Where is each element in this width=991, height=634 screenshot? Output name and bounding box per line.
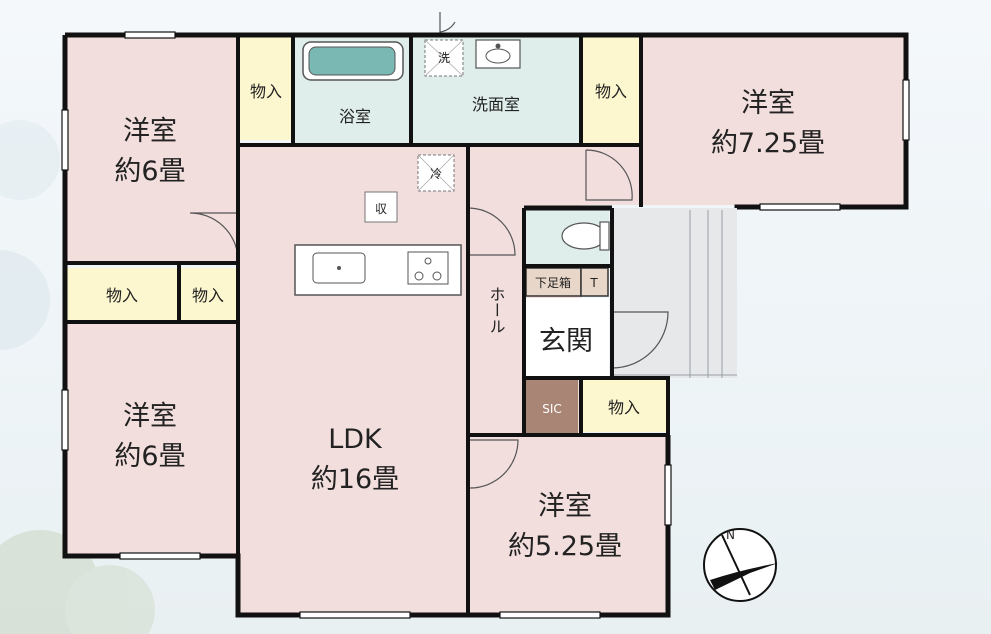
storage-4-fill: [181, 268, 236, 320]
se-western-size: 約5.25畳: [508, 531, 622, 562]
hall-label: ホール: [487, 286, 506, 334]
hall-top-fill: [581, 145, 641, 205]
entrance-label: 玄関: [539, 326, 593, 357]
storage-2-fill: [581, 35, 641, 145]
bathtub-water: [308, 46, 396, 76]
nw-western-room-fill: [65, 35, 238, 263]
washroom-label: 洗面室: [472, 95, 520, 114]
se-western-name: 洋室: [538, 491, 592, 522]
compass-needle-icon: [710, 563, 778, 590]
sic-label: SIC: [542, 402, 562, 416]
nw-western-size: 約6畳: [114, 156, 185, 187]
room-fills: [65, 35, 906, 615]
stairs: [612, 210, 737, 378]
storage-4-label: 物入: [192, 286, 224, 305]
ne-western-name: 洋室: [741, 88, 795, 119]
washer-label: 洗: [438, 51, 450, 65]
compass-ring-icon: [703, 528, 777, 602]
kitchen-storage-label: 収: [375, 202, 387, 216]
sic-fill: [526, 380, 578, 435]
bath-label: 浴室: [339, 107, 371, 126]
cooktop: [407, 251, 449, 285]
walls: [62, 32, 909, 618]
ldk-size: 約16畳: [311, 464, 399, 495]
nw-western-name: 洋室: [123, 116, 177, 147]
storage-1-label: 物入: [250, 82, 282, 101]
ldk-name: LDK: [328, 424, 383, 455]
kitchen-storage-box: [364, 191, 398, 223]
w-western-size: 約6畳: [114, 441, 185, 472]
fixtures: [294, 39, 610, 296]
storage-3-label: 物入: [106, 286, 138, 305]
storage-2-label: 物入: [595, 82, 627, 101]
windows: [61, 31, 910, 619]
shoe-t-label: T: [589, 276, 598, 290]
shoe-box: 下足箱 T: [525, 267, 609, 297]
stairs-fill: [612, 208, 737, 378]
storage-1-fill: [238, 35, 293, 140]
w-western-name: 洋室: [123, 401, 177, 432]
compass: N: [703, 528, 778, 602]
ne-western-room-fill: [641, 35, 906, 205]
storage-3-fill: [65, 268, 178, 320]
storage-5-fill: [581, 380, 667, 432]
ne-western-size: 約7.25畳: [711, 128, 825, 159]
w-western-room-fill: [65, 323, 238, 556]
se-western-room-fill: [468, 435, 668, 615]
shoe-box-label: 下足箱: [535, 275, 571, 290]
compass-north-label: N: [726, 528, 735, 542]
room-labels: 洋室 約6畳 洋室 約7.25畳 洋室 約6畳 洋室 約5.25畳 LDK 約1…: [106, 51, 825, 562]
fridge-label: 冷: [430, 167, 442, 181]
ldk-fill: [238, 145, 468, 615]
storage-5-label: 物入: [608, 398, 640, 417]
entrance-fill: [524, 298, 609, 378]
